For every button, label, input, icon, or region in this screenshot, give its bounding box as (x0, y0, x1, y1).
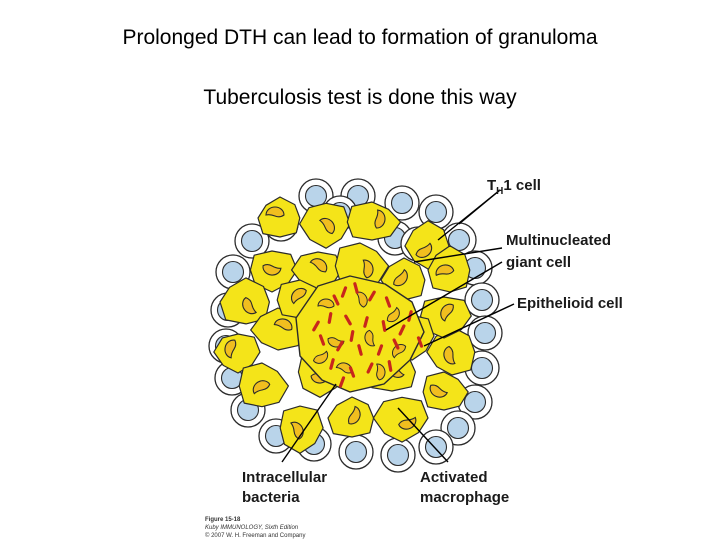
label-intracellular: Intracellular (242, 469, 327, 486)
th1-lymphocyte (380, 437, 416, 473)
bacterium (366, 362, 374, 374)
giant-cell-nucleus (355, 291, 368, 308)
th1-lymphocyte (384, 185, 420, 221)
giant-cell-nucleus (386, 306, 400, 323)
th1-lymphocyte (234, 223, 270, 259)
bacterium (312, 320, 320, 332)
giant-cell-nucleus (317, 298, 335, 309)
activated-macrophage (372, 396, 429, 443)
bacterium (398, 324, 406, 336)
giant-cell-nucleus (392, 344, 407, 359)
figure-source: Kuby IMMUNOLOGY, Sixth Edition (205, 525, 299, 531)
figure-number: Figure 15-18 (205, 517, 241, 523)
slide-subtitle: Tuberculosis test is done this way (203, 86, 517, 109)
th1-lymphocyte (338, 434, 374, 470)
activated-macrophage (299, 202, 351, 249)
giant-cell-nucleus (312, 350, 329, 364)
th1-lymphocyte (467, 315, 503, 351)
label-th1-cell: TH1 cell (487, 177, 541, 197)
intracellular-bacteria (312, 282, 424, 388)
label-giant-cell: giant cell (506, 254, 571, 271)
bacterium (336, 340, 344, 352)
activated-macrophage (257, 196, 301, 238)
bacterium (376, 344, 384, 356)
activated-macrophage (249, 250, 298, 293)
bacterium (348, 366, 356, 378)
activated-macrophage (238, 362, 289, 408)
bacterium (357, 344, 363, 356)
bacterium (363, 316, 369, 328)
pointer-line (281, 383, 337, 463)
label-macrophage: macrophage (420, 489, 509, 506)
slide-title: Prolonged DTH can lead to formation of g… (122, 26, 598, 49)
bacterium (387, 360, 393, 372)
th1-lymphocyte (418, 429, 454, 465)
bacterium (384, 296, 392, 308)
activated-macrophage (420, 296, 472, 339)
bacterium (392, 338, 400, 350)
pointer-line (458, 189, 501, 225)
label-activated: Activated (420, 469, 488, 486)
bacterium (353, 282, 359, 294)
activated-macrophage (327, 396, 375, 438)
bacterium (318, 334, 326, 346)
pointer-line (397, 407, 449, 463)
bacterium (332, 294, 340, 306)
activated-macrophage (346, 201, 402, 241)
figure-copyright: © 2007 W. H. Freeman and Company (205, 532, 305, 539)
bacterium (344, 314, 352, 326)
label-pointers (281, 189, 515, 463)
bacterium (329, 358, 335, 370)
bacterium (327, 312, 333, 324)
th1-lymphocyte (418, 194, 454, 230)
bacterium (338, 376, 346, 388)
bacterium (368, 290, 376, 302)
label-bacteria: bacteria (242, 489, 300, 506)
giant-cell-nucleus (335, 362, 353, 374)
pointer-line (385, 261, 503, 331)
th1-lymphocyte (464, 282, 500, 318)
activated-macrophage (422, 371, 469, 411)
granuloma-cells (208, 178, 503, 473)
label-epithelioid-cell: Epithelioid cell (517, 295, 623, 312)
bacterium (416, 336, 424, 348)
label-multinucleated: Multinucleated (506, 232, 611, 249)
pointer-line (413, 247, 503, 263)
giant-cell-nucleus (376, 363, 386, 381)
pointer-line (423, 303, 515, 347)
activated-macrophage (427, 245, 471, 293)
giant-cell-nucleus (364, 329, 376, 347)
bacterium (340, 286, 348, 298)
bacterium (381, 320, 387, 332)
bacterium (349, 330, 355, 342)
